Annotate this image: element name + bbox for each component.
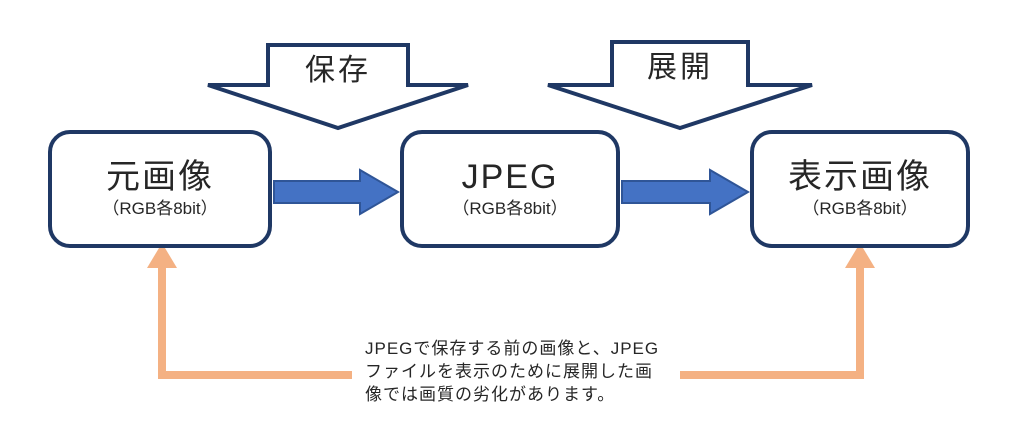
note-connector-right-line (680, 262, 864, 379)
display-image-box: 表示画像 （RGB各8bit） (750, 130, 970, 248)
jpeg-title: JPEG (461, 157, 559, 196)
quality-note-line-2: ファイルを表示のために展開した画 (365, 362, 653, 381)
quality-note-line-1: JPEGで保存する前の画像と、JPEG (365, 339, 660, 358)
note-connector-left-arrowhead-icon (147, 243, 177, 268)
quality-note: JPEGで保存する前の画像と、JPEG ファイルを表示のために展開した画 像では… (365, 337, 695, 406)
original-image-title: 元画像 (106, 157, 214, 196)
quality-note-line-3: 像では画質の劣化があります。 (365, 385, 616, 404)
expand-down-arrow-icon (547, 40, 813, 131)
save-down-arrow-icon (207, 43, 469, 131)
original-image-subtitle: （RGB各8bit） (102, 199, 218, 219)
original-image-box: 元画像 （RGB各8bit） (48, 130, 272, 248)
display-image-subtitle: （RGB各8bit） (802, 199, 918, 219)
expand-arrow-label: 展開 (647, 51, 713, 84)
jpeg-subtitle: （RGB各8bit） (452, 199, 568, 219)
note-connector-right-arrowhead-icon (845, 243, 875, 268)
flow-arrow-left-icon (273, 168, 400, 216)
jpeg-box: JPEG （RGB各8bit） (400, 130, 620, 248)
save-arrow-label: 保存 (305, 54, 371, 87)
note-connector-left-line (158, 262, 352, 379)
display-image-title: 表示画像 (788, 157, 932, 196)
flow-arrow-right-icon (621, 168, 750, 216)
